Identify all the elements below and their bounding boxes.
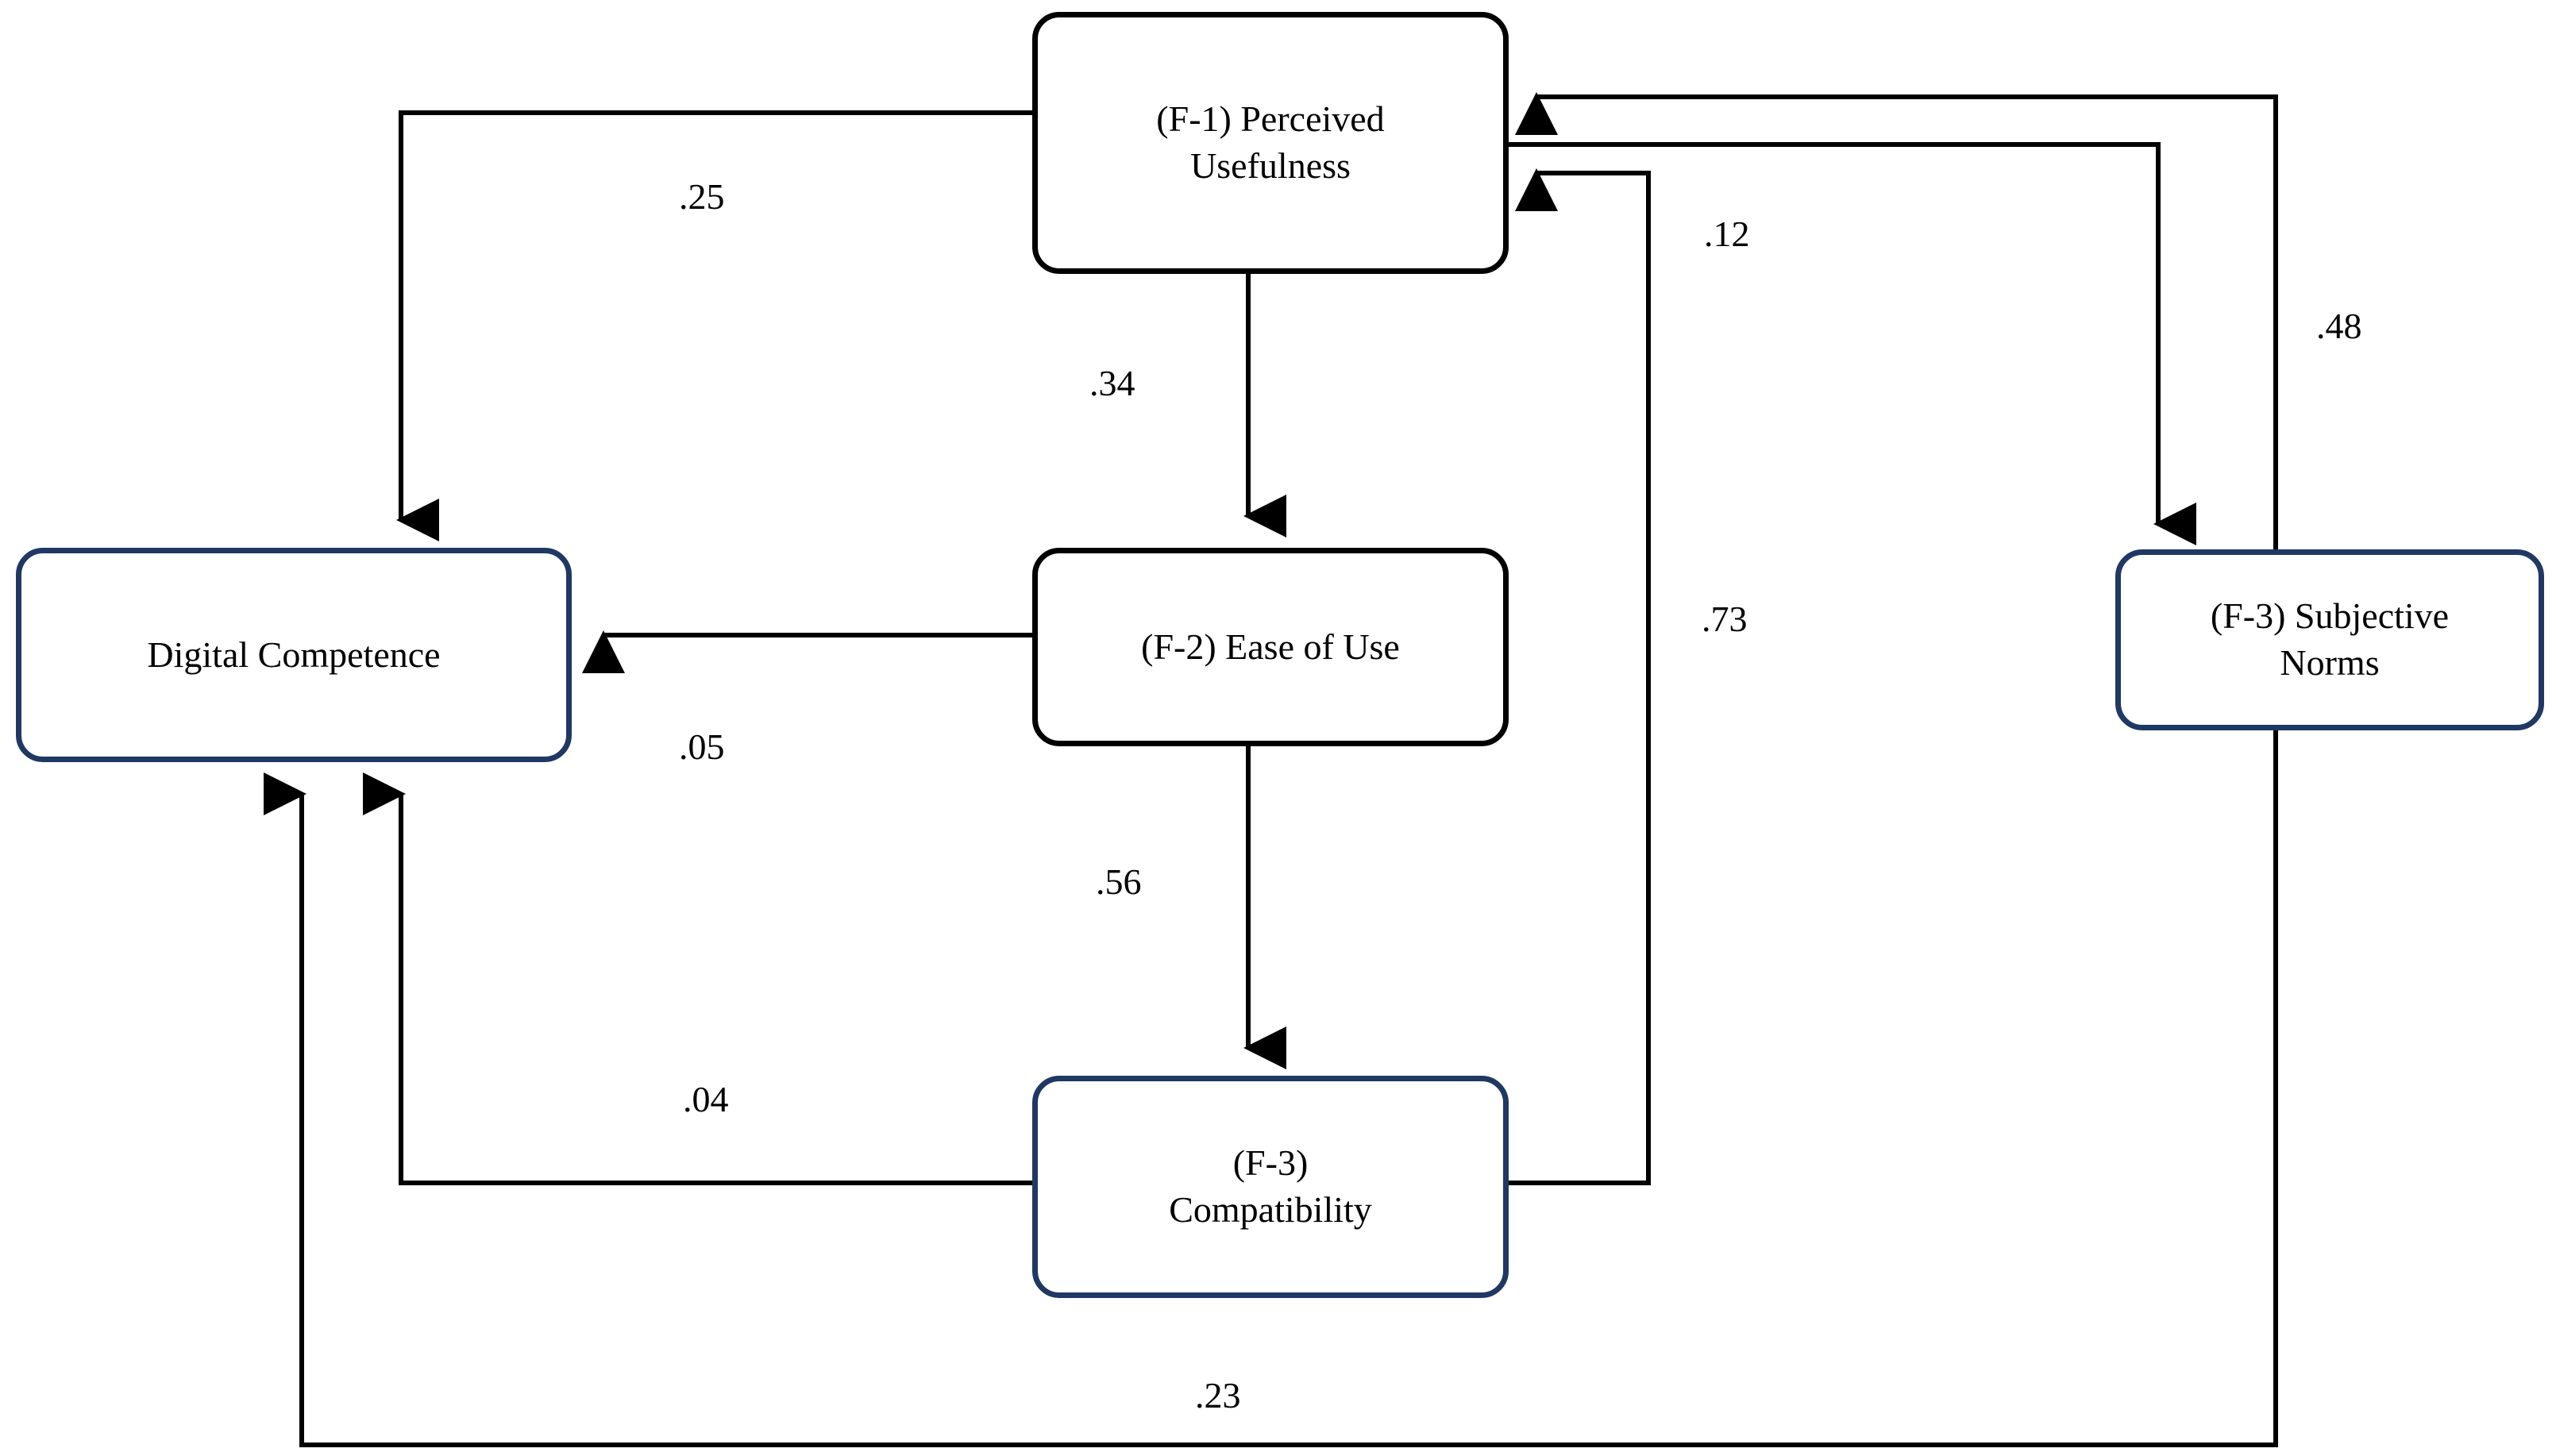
coefficient-pu-to-dc: .25 (679, 176, 725, 217)
path-pu-to-sn (1509, 142, 2196, 545)
node-digital-competence-label: Digital Competence (147, 634, 441, 675)
coefficient-comp-to-pu: .73 (1702, 599, 1748, 639)
path-comp-to-dc (363, 772, 1032, 1185)
coefficient-sn-to-dc: .23 (1195, 1375, 1241, 1416)
node-digital-competence[interactable]: Digital Competence (16, 548, 572, 762)
path-sn-to-dc (264, 730, 2278, 1447)
coefficient-eou-to-dc: .05 (679, 726, 725, 767)
coefficient-eou-to-comp: .56 (1096, 861, 1142, 902)
node-compatibility[interactable]: (F-3) Compatibility (1032, 1076, 1509, 1298)
coefficient-pu-to-sn: .12 (1704, 214, 1750, 254)
node-subjective-norms-label: (F-3) Subjective Norms (2210, 595, 2450, 683)
node-perceived-usefulness-label: (F-1) Perceived Usefulness (1156, 98, 1385, 186)
coefficient-sn-to-pu: .48 (2316, 306, 2362, 346)
node-ease-of-use-label: (F-2) Ease of Use (1141, 626, 1400, 667)
coefficient-pu-to-eou: .34 (1089, 363, 1135, 403)
node-subjective-norms[interactable]: (F-3) Subjective Norms (2115, 549, 2544, 730)
coefficient-comp-to-dc: .04 (683, 1079, 729, 1119)
path-pu-to-dc (396, 110, 1032, 541)
path-sn-to-pu (1515, 92, 2278, 565)
node-perceived-usefulness[interactable]: (F-1) Perceived Usefulness (1032, 12, 1509, 274)
node-compatibility-label: (F-3) Compatibility (1169, 1142, 1372, 1230)
node-ease-of-use[interactable]: (F-2) Ease of Use (1032, 548, 1509, 746)
path-comp-to-pu (1509, 168, 1651, 1185)
